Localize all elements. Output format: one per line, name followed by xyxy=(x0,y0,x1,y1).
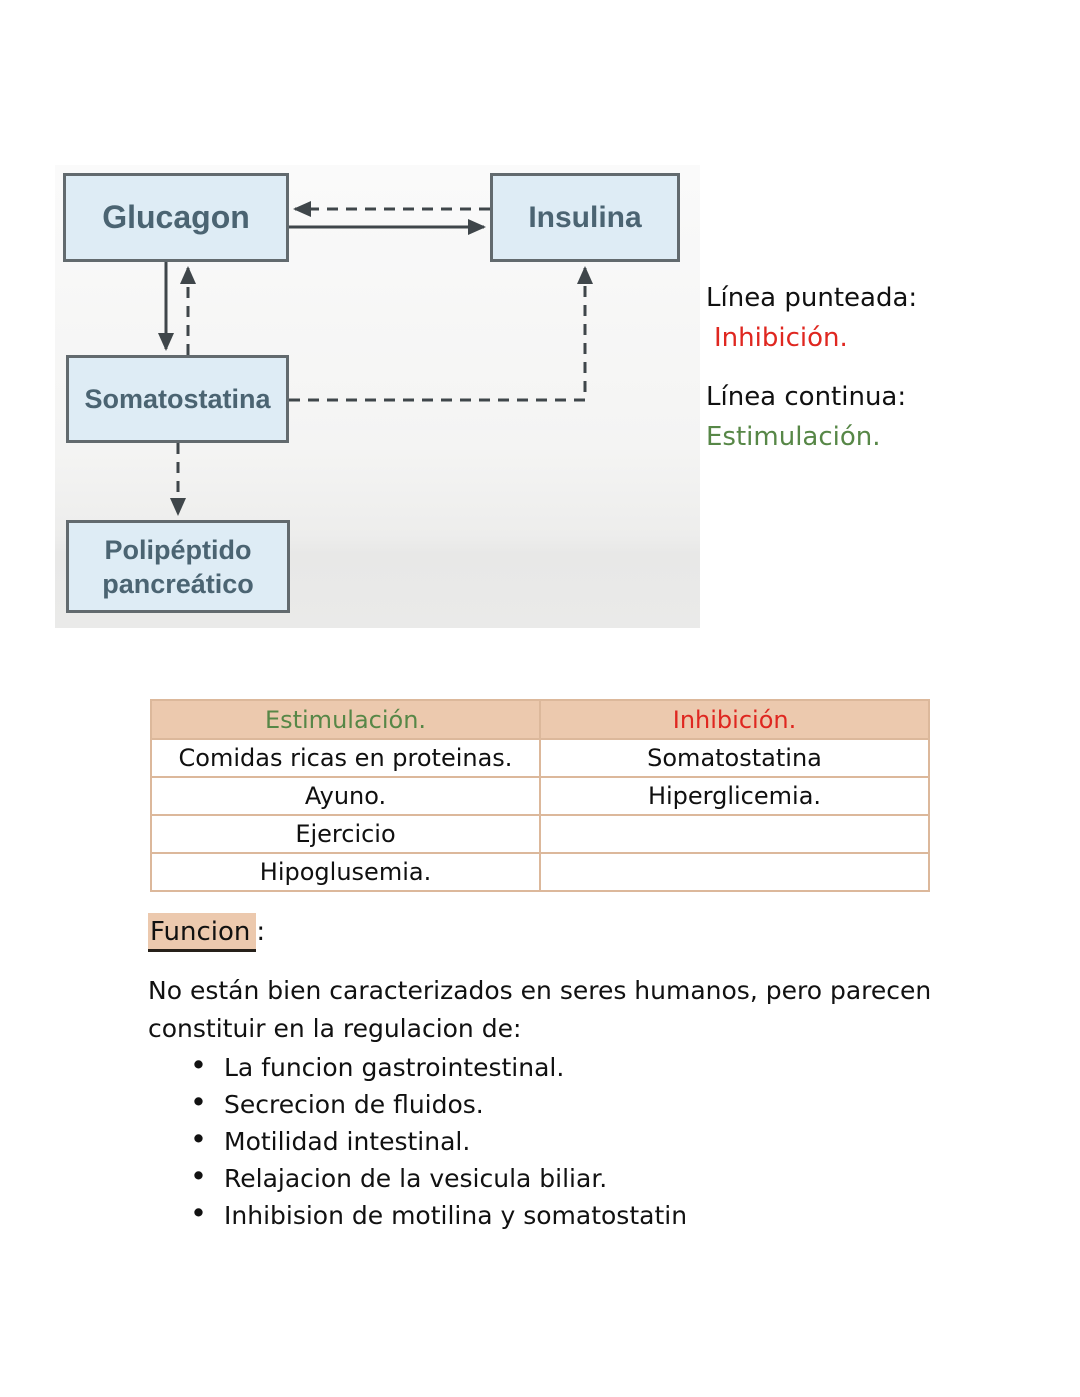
table-cell xyxy=(539,852,930,892)
list-item: La funcion gastrointestinal. xyxy=(150,1051,687,1082)
table-cell: Ayuno. xyxy=(150,776,541,816)
glucagon-label: Glucagon xyxy=(102,199,250,235)
diagram-arrows xyxy=(158,201,593,516)
funcion-heading: Funcion: xyxy=(148,913,266,952)
diagram-box-somatostatina: Somatostatina xyxy=(66,355,289,443)
table-cell xyxy=(539,814,930,854)
table-header-inhibicion: Inhibición. xyxy=(539,699,930,740)
diagram-box-polipeptido-pancreatico: Polipéptido pancreático xyxy=(66,520,290,613)
funcion-highlight: Funcion xyxy=(148,913,257,952)
stimulation-inhibition-table: Estimulación. Inhibición. Comidas ricas … xyxy=(150,699,930,892)
polipeptido-label: Polipéptido pancreático xyxy=(102,534,254,599)
table-cell: Hiperglicemia. xyxy=(539,776,930,816)
line-style-legend: Línea punteada: Inhibición. Línea contin… xyxy=(706,278,917,457)
table-header-row: Estimulación. Inhibición. xyxy=(150,699,930,740)
table-cell: Somatostatina xyxy=(539,738,930,778)
table-cell: Comidas ricas en proteinas. xyxy=(150,738,541,778)
table-cell: Hipoglusemia. xyxy=(150,852,541,892)
legend-inhibition-value: Inhibición. xyxy=(714,323,848,353)
function-list: La funcion gastrointestinal. Secrecion d… xyxy=(150,1051,687,1238)
table-row: Hipoglusemia. xyxy=(150,852,930,892)
legend-solid-label: Línea continua: xyxy=(706,382,907,412)
list-item: Inhibision de motilina y somatostatin xyxy=(150,1199,687,1230)
pancreatic-hormones-diagram: Glucagon Insulina Somatostatina Polipépt… xyxy=(55,165,700,628)
list-item: Relajacion de la vesicula biliar. xyxy=(150,1162,687,1193)
legend-dotted-label: Línea punteada: xyxy=(706,283,918,313)
table-cell: Ejercicio xyxy=(150,814,541,854)
insulina-label: Insulina xyxy=(528,200,642,234)
table-row: Ejercicio xyxy=(150,814,930,854)
diagram-box-glucagon: Glucagon xyxy=(63,173,289,262)
legend-stimulation-value: Estimulación. xyxy=(706,422,881,452)
table-header-estimulacion: Estimulación. xyxy=(150,699,541,740)
funcion-colon: : xyxy=(256,917,266,947)
table-row: Ayuno. Hiperglicemia. xyxy=(150,776,930,816)
table-row: Comidas ricas en proteinas. Somatostatin… xyxy=(150,738,930,778)
somatostatina-label: Somatostatina xyxy=(84,383,271,414)
intro-paragraph: No están bien caracterizados en seres hu… xyxy=(148,976,932,1043)
diagram-box-insulina: Insulina xyxy=(490,173,680,262)
arrow-somatostatina-inhibits-insulina xyxy=(289,266,593,402)
list-item: Secrecion de fluidos. xyxy=(150,1088,687,1119)
list-item: Motilidad intestinal. xyxy=(150,1125,687,1156)
